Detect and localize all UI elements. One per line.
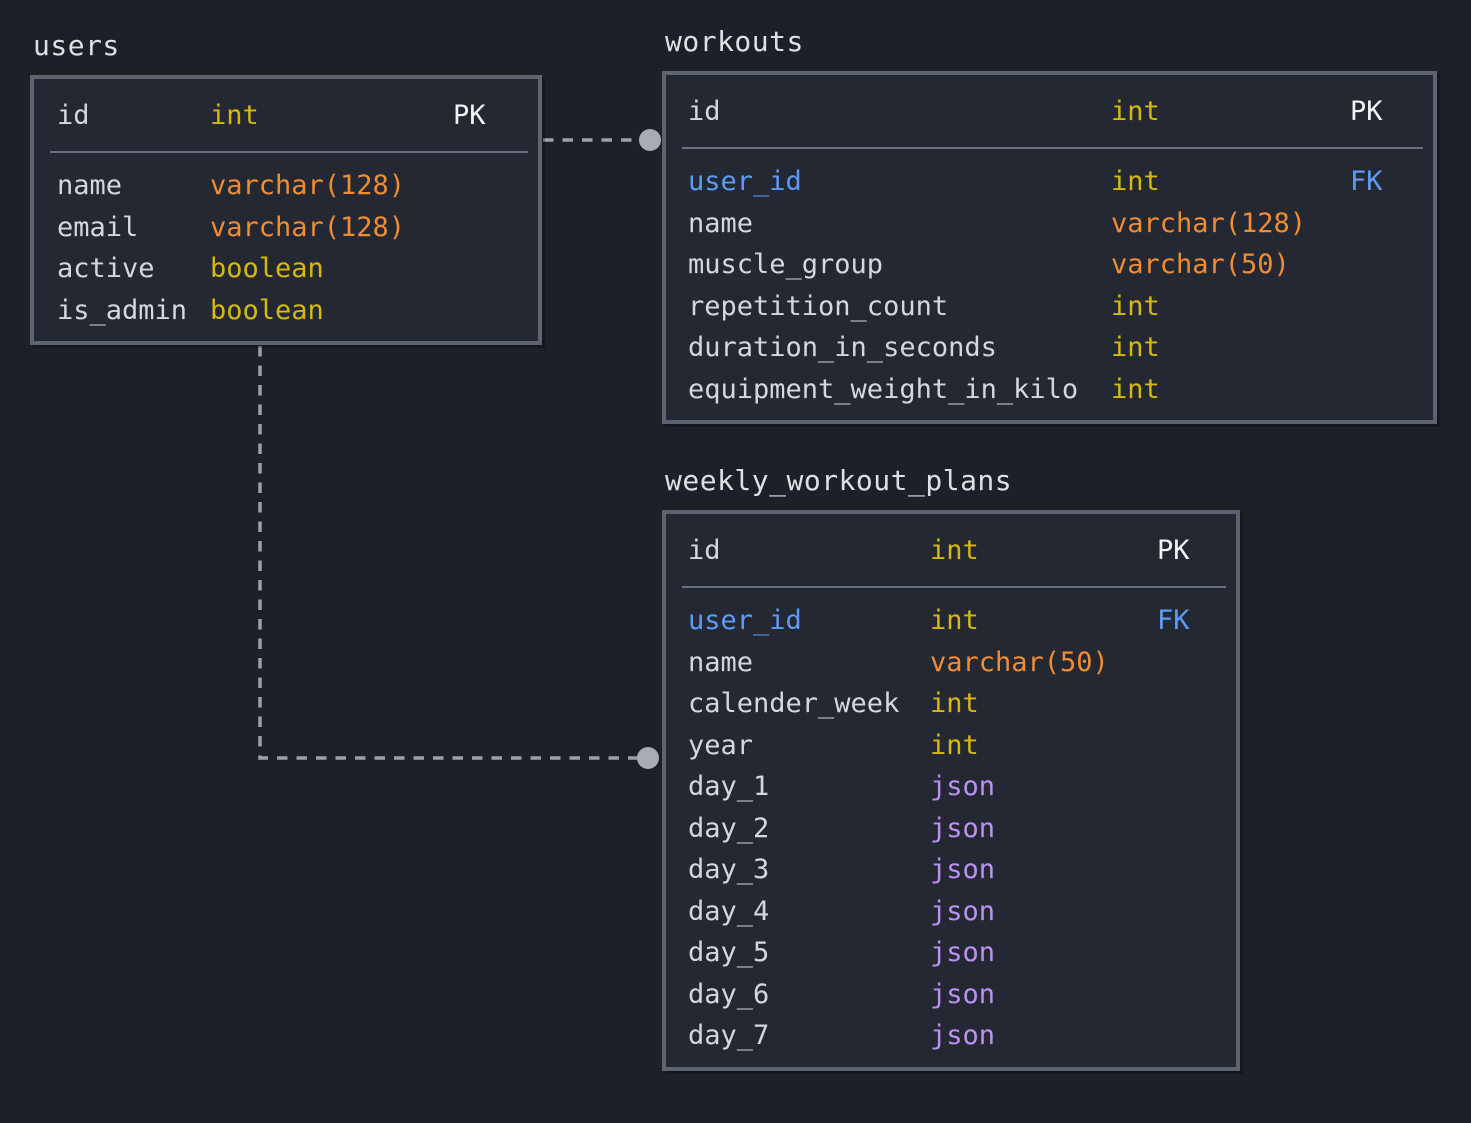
- field-row-duration_in_seconds[interactable]: duration_in_seconds int: [666, 327, 1433, 369]
- field-key: FK: [1350, 166, 1383, 198]
- field-name: is_admin: [57, 294, 188, 326]
- field-name: id: [57, 99, 90, 131]
- field-type: varchar(50): [930, 646, 1109, 678]
- field-row-id[interactable]: id int PK: [666, 75, 1433, 147]
- field-name: repetition_count: [688, 290, 949, 322]
- field-row-user_id[interactable]: user_id int FK: [666, 161, 1433, 203]
- field-row-day_6[interactable]: day_6 json: [666, 974, 1236, 1016]
- field-name: day_3: [688, 854, 770, 886]
- relationship-endpoint-dot[interactable]: [637, 747, 659, 769]
- field-type: varchar(128): [210, 211, 406, 243]
- field-row-day_4[interactable]: day_4 json: [666, 891, 1236, 933]
- table-users[interactable]: users id int PK name varchar(128) email varcha…: [30, 31, 542, 345]
- field-type: json: [930, 978, 996, 1010]
- field-row-day_3[interactable]: day_3 json: [666, 849, 1236, 891]
- field-name: day_6: [688, 978, 770, 1010]
- field-row-day_2[interactable]: day_2 json: [666, 808, 1236, 850]
- field-key: PK: [1157, 534, 1190, 566]
- field-name: name: [688, 646, 754, 678]
- field-list: name varchar(128) email varchar(128) active b…: [34, 153, 538, 341]
- table-title: workouts: [665, 25, 804, 58]
- field-type: boolean: [210, 253, 324, 285]
- field-name: name: [688, 207, 754, 239]
- field-row-name[interactable]: name varchar(50): [666, 642, 1236, 684]
- field-key: PK: [1350, 95, 1383, 127]
- field-name: user_id: [688, 605, 802, 637]
- field-type: int: [930, 729, 979, 761]
- field-type: int: [1111, 332, 1160, 364]
- field-type: boolean: [210, 294, 324, 326]
- field-name: day_4: [688, 895, 770, 927]
- field-type: varchar(50): [1111, 249, 1290, 281]
- table-title: weekly_workout_plans: [665, 464, 1013, 497]
- field-row-equipment_weight_in_kilo[interactable]: equipment_weight_in_kilo int: [666, 369, 1433, 411]
- field-type: int: [1111, 290, 1160, 322]
- table-title: users: [33, 29, 120, 62]
- field-name: day_1: [688, 771, 770, 803]
- field-row-day_7[interactable]: day_7 json: [666, 1015, 1236, 1057]
- relationship-users-weekly-workout-plans[interactable]: [258, 346, 659, 769]
- field-type: int: [210, 99, 259, 131]
- field-row-calender_week[interactable]: calender_week int: [666, 683, 1236, 725]
- field-row-is_admin[interactable]: is_admin boolean: [34, 290, 538, 332]
- field-name: day_5: [688, 937, 770, 969]
- field-row-name[interactable]: name varchar(128): [34, 165, 538, 207]
- field-row-day_1[interactable]: day_1 json: [666, 766, 1236, 808]
- field-row-year[interactable]: year int: [666, 725, 1236, 767]
- field-row-muscle_group[interactable]: muscle_group varchar(50): [666, 244, 1433, 286]
- field-name: duration_in_seconds: [688, 332, 997, 364]
- field-key: PK: [453, 99, 486, 131]
- field-name: active: [57, 253, 155, 285]
- field-key: FK: [1157, 605, 1190, 637]
- field-name: muscle_group: [688, 249, 884, 281]
- field-type: int: [1111, 373, 1160, 405]
- field-name: user_id: [688, 166, 802, 198]
- field-name: name: [57, 170, 123, 202]
- field-type: int: [930, 688, 979, 720]
- relationship-users-workouts[interactable]: [543, 129, 661, 151]
- field-row-repetition_count[interactable]: repetition_count int: [666, 286, 1433, 328]
- field-name: id: [688, 534, 721, 566]
- field-type: json: [930, 895, 996, 927]
- field-row-active[interactable]: active boolean: [34, 248, 538, 290]
- field-row-id[interactable]: id int PK: [666, 514, 1236, 586]
- field-name: day_7: [688, 1020, 770, 1052]
- field-name: year: [688, 729, 754, 761]
- field-row-user_id[interactable]: user_id int FK: [666, 600, 1236, 642]
- field-name: email: [57, 211, 139, 243]
- field-name: id: [688, 95, 721, 127]
- field-type: varchar(128): [210, 170, 406, 202]
- field-type: int: [1111, 166, 1160, 198]
- header-divider: [682, 586, 1226, 588]
- field-row-id[interactable]: id int PK: [34, 79, 538, 151]
- field-type: int: [1111, 95, 1160, 127]
- header-divider: [50, 151, 528, 153]
- field-type: json: [930, 854, 996, 886]
- field-type: varchar(128): [1111, 207, 1307, 239]
- field-name: day_2: [688, 812, 770, 844]
- field-type: int: [930, 605, 979, 637]
- header-divider: [682, 147, 1423, 149]
- field-type: int: [930, 534, 979, 566]
- field-type: json: [930, 771, 996, 803]
- field-type: json: [930, 1020, 996, 1052]
- field-name: calender_week: [688, 688, 900, 720]
- table-box[interactable]: id int PK name varchar(128) email varchar(128)…: [30, 75, 542, 345]
- field-type: json: [930, 937, 996, 969]
- field-row-name[interactable]: name varchar(128): [666, 203, 1433, 245]
- field-row-email[interactable]: email varchar(128): [34, 207, 538, 249]
- relationship-endpoint-dot[interactable]: [639, 129, 661, 151]
- field-type: json: [930, 812, 996, 844]
- field-name: equipment_weight_in_kilo: [688, 373, 1079, 405]
- relationship-line[interactable]: [258, 346, 638, 760]
- field-row-day_5[interactable]: day_5 json: [666, 932, 1236, 974]
